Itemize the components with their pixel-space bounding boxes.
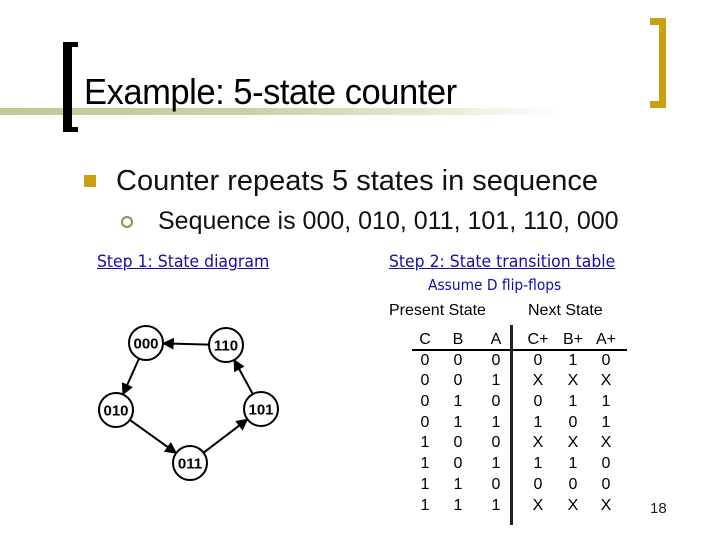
table-cell: X xyxy=(567,434,579,452)
table-cell: X xyxy=(567,372,579,390)
state-node-101: 101 xyxy=(243,391,279,427)
table-cell: 1 xyxy=(601,413,611,431)
table-cell: 1 xyxy=(420,475,430,493)
column-header: C xyxy=(419,331,431,348)
table-cell: 0 xyxy=(420,393,430,411)
table-cell: 0 xyxy=(453,434,463,452)
table-cell: 0 xyxy=(601,351,611,369)
bullet-level1-text: Counter repeats 5 states in sequence xyxy=(116,165,599,197)
table-cell: 0 xyxy=(453,372,463,390)
state-node-label: 110 xyxy=(214,338,238,355)
state-node-010: 010 xyxy=(98,392,134,428)
table-cell: 0 xyxy=(420,351,430,369)
table-cell: 0 xyxy=(420,413,430,431)
left-bracket-decoration xyxy=(63,42,78,132)
state-node-label: 010 xyxy=(103,403,128,420)
table-cell: 1 xyxy=(453,413,463,431)
state-transition-arrows xyxy=(121,337,254,454)
table-cell: 0 xyxy=(491,393,501,411)
table-cell: 0 xyxy=(568,475,578,493)
table-header-divider xyxy=(412,349,627,351)
page-number: 18 xyxy=(650,500,667,517)
table-cell: 1 xyxy=(533,413,543,431)
state-node-011: 011 xyxy=(172,445,208,481)
table-cell: X xyxy=(600,496,612,514)
table-present-next-divider xyxy=(510,325,513,525)
next-state-header: Next State xyxy=(528,302,603,319)
state-diagram-svg: 000 110 101 011 010 xyxy=(98,325,279,481)
transition-arrow-000-to-010 xyxy=(121,358,140,396)
step1-state-diagram-link[interactable]: Step 1: State diagram xyxy=(97,252,270,272)
table-cell: 1 xyxy=(568,393,578,411)
table-cell: 0 xyxy=(533,475,543,493)
table-cell: 1 xyxy=(568,455,578,473)
table-cell: 1 xyxy=(491,455,501,473)
table-cell: 0 xyxy=(568,413,578,431)
table-cell: 1 xyxy=(420,455,430,473)
table-cell: 1 xyxy=(420,496,430,514)
table-cell: 0 xyxy=(491,434,501,452)
state-node-110: 110 xyxy=(208,327,244,363)
square-bullet-icon xyxy=(84,175,96,187)
table-cell: 0 xyxy=(601,475,611,493)
state-nodes: 000 110 101 011 010 xyxy=(98,325,279,481)
table-cell: 1 xyxy=(491,413,501,431)
column-header: A xyxy=(490,331,502,348)
table-cell: 0 xyxy=(453,455,463,473)
transition-arrow-011-to-101 xyxy=(202,418,249,454)
table-cell: 1 xyxy=(491,496,501,514)
table-cell: 1 xyxy=(453,496,463,514)
assume-d-flipflops-note: Assume D flip-flops xyxy=(428,276,562,294)
state-node-label: 011 xyxy=(178,456,202,473)
table-column-a: A 0 1 0 1 0 1 0 1 xyxy=(482,330,510,516)
table-cell: 1 xyxy=(420,434,430,452)
table-cell: X xyxy=(600,434,612,452)
column-header: A+ xyxy=(595,331,616,348)
table-cell: X xyxy=(532,496,544,514)
state-node-000: 000 xyxy=(128,325,164,361)
table-cell: 0 xyxy=(533,351,543,369)
state-diagram: 000 110 101 011 010 xyxy=(80,310,300,490)
column-header: B+ xyxy=(562,331,583,348)
transition-arrow-010-to-011 xyxy=(129,419,178,454)
table-cell: 0 xyxy=(491,351,501,369)
table-cell: 1 xyxy=(601,393,611,411)
column-header: B xyxy=(452,331,464,348)
transition-arrow-101-to-110 xyxy=(233,358,254,395)
table-cell: X xyxy=(567,496,579,514)
table-column-c: C 0 0 0 0 1 1 1 1 xyxy=(411,330,439,516)
table-cell: 0 xyxy=(491,475,501,493)
table-cell: 1 xyxy=(568,351,578,369)
table-cell: 1 xyxy=(453,393,463,411)
table-cell: 0 xyxy=(453,351,463,369)
table-cell: X xyxy=(600,372,612,390)
table-cell: X xyxy=(532,434,544,452)
state-node-label: 000 xyxy=(133,336,158,353)
state-node-label: 101 xyxy=(248,402,273,419)
present-state-header: Present State xyxy=(389,302,486,319)
ring-bullet-icon xyxy=(121,216,133,228)
table-cell: 1 xyxy=(491,372,501,390)
table-cell: 0 xyxy=(420,372,430,390)
table-column-b: B 0 0 1 1 0 0 1 1 xyxy=(444,330,472,516)
column-header: C+ xyxy=(527,331,549,348)
step2-transition-table-link[interactable]: Step 2: State transition table xyxy=(389,252,616,272)
bullet-level2-text: Sequence is 000, 010, 011, 101, 110, 000 xyxy=(158,207,619,235)
right-bracket-decoration xyxy=(650,18,666,108)
table-cell: 1 xyxy=(533,455,543,473)
table-cell: 0 xyxy=(533,393,543,411)
slide-title: Example: 5-state counter xyxy=(84,71,457,112)
table-cell: X xyxy=(532,372,544,390)
table-cell: 1 xyxy=(453,475,463,493)
transition-arrow-110-to-000 xyxy=(161,337,210,350)
table-cell: 0 xyxy=(601,455,611,473)
title-underline-band xyxy=(0,108,560,115)
